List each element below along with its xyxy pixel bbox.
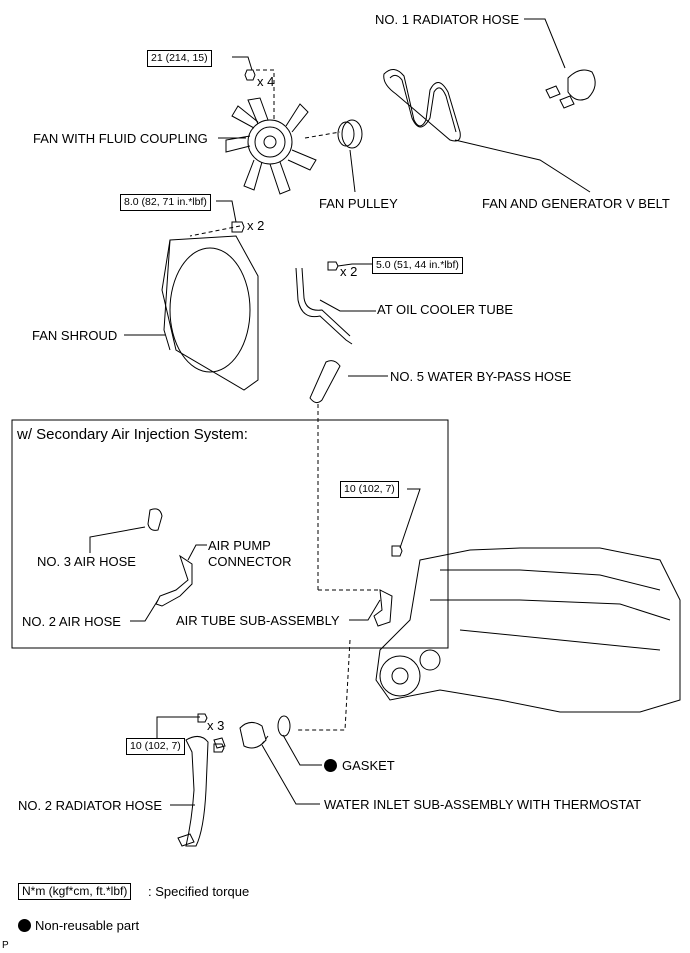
qty-shroud-bolt: x 2 bbox=[247, 218, 265, 233]
torque-shroud-bolt: 8.0 (82, 71 in.*lbf) bbox=[120, 194, 211, 211]
leader-shroud-torque bbox=[216, 200, 237, 223]
legend-nonreusable-dot bbox=[18, 919, 31, 932]
label-at-oil-cooler-tube: AT OIL COOLER TUBE bbox=[377, 302, 514, 317]
corner-mark: P bbox=[2, 940, 9, 951]
leader-oil-cooler bbox=[319, 299, 376, 312]
legend-torque-text: : Specified torque bbox=[148, 884, 250, 899]
leader-inlet-torque bbox=[156, 716, 200, 740]
qty-fan-nut: x 4 bbox=[257, 74, 275, 89]
label-no2-air-hose: NO. 2 AIR HOSE bbox=[22, 614, 121, 629]
nonreusable-dot-gasket bbox=[324, 759, 337, 772]
leader-gasket bbox=[282, 734, 322, 766]
label-no1-radiator-hose: NO. 1 RADIATOR HOSE bbox=[375, 12, 519, 27]
label-no2-radiator-hose: NO. 2 RADIATOR HOSE bbox=[18, 798, 162, 813]
secondary-air-title: w/ Secondary Air Injection System: bbox=[17, 426, 248, 443]
label-fan-fluid-coupling: FAN WITH FLUID COUPLING bbox=[33, 131, 208, 146]
leader-air-pump bbox=[187, 544, 207, 561]
label-air-pump-connector-line1: AIR PUMP bbox=[208, 538, 271, 553]
label-fan-shroud: FAN SHROUD bbox=[32, 328, 118, 343]
leader-fan-nut-torque bbox=[232, 56, 253, 71]
secondary-air-frame bbox=[11, 419, 449, 649]
legend-torque-box: N*m (kgf*cm, ft.*lbf) bbox=[18, 883, 132, 900]
label-water-inlet: WATER INLET SUB-ASSEMBLY WITH THERMOSTAT bbox=[324, 797, 642, 812]
label-air-tube-sub-assembly: AIR TUBE SUB-ASSEMBLY bbox=[176, 613, 340, 628]
leader-oil-torque bbox=[337, 263, 372, 267]
leader-air-tube bbox=[349, 599, 381, 621]
label-fan-generator-belt: FAN AND GENERATOR V BELT bbox=[482, 196, 670, 211]
leader-no3-air bbox=[89, 526, 146, 553]
leader-fan-belt bbox=[454, 139, 591, 193]
torque-fan-nut: 21 (214, 15) bbox=[147, 50, 212, 67]
label-gasket: GASKET bbox=[342, 758, 395, 773]
leader-no1-radiator-hose bbox=[524, 18, 566, 69]
qty-oil-cooler-bolt: x 2 bbox=[340, 264, 358, 279]
label-fan-pulley: FAN PULLEY bbox=[319, 196, 398, 211]
label-air-pump-connector-line2: CONNECTOR bbox=[208, 554, 292, 569]
torque-water-inlet-nut: 10 (102, 7) bbox=[126, 738, 185, 755]
leader-fan-pulley bbox=[349, 149, 356, 193]
leader-air-tube-torque bbox=[399, 488, 421, 549]
label-no3-air-hose: NO. 3 AIR HOSE bbox=[37, 554, 136, 569]
torque-oil-cooler-bolt: 5.0 (51, 44 in.*lbf) bbox=[372, 257, 463, 274]
label-no5-water-bypass-hose: NO. 5 WATER BY-PASS HOSE bbox=[390, 369, 572, 384]
leader-no2-air bbox=[130, 599, 159, 622]
legend-nonreusable-text: Non-reusable part bbox=[35, 918, 140, 933]
qty-water-inlet-nut: x 3 bbox=[207, 718, 225, 733]
torque-air-tube-bolt: 10 (102, 7) bbox=[340, 481, 399, 498]
leader-water-inlet bbox=[261, 744, 320, 805]
